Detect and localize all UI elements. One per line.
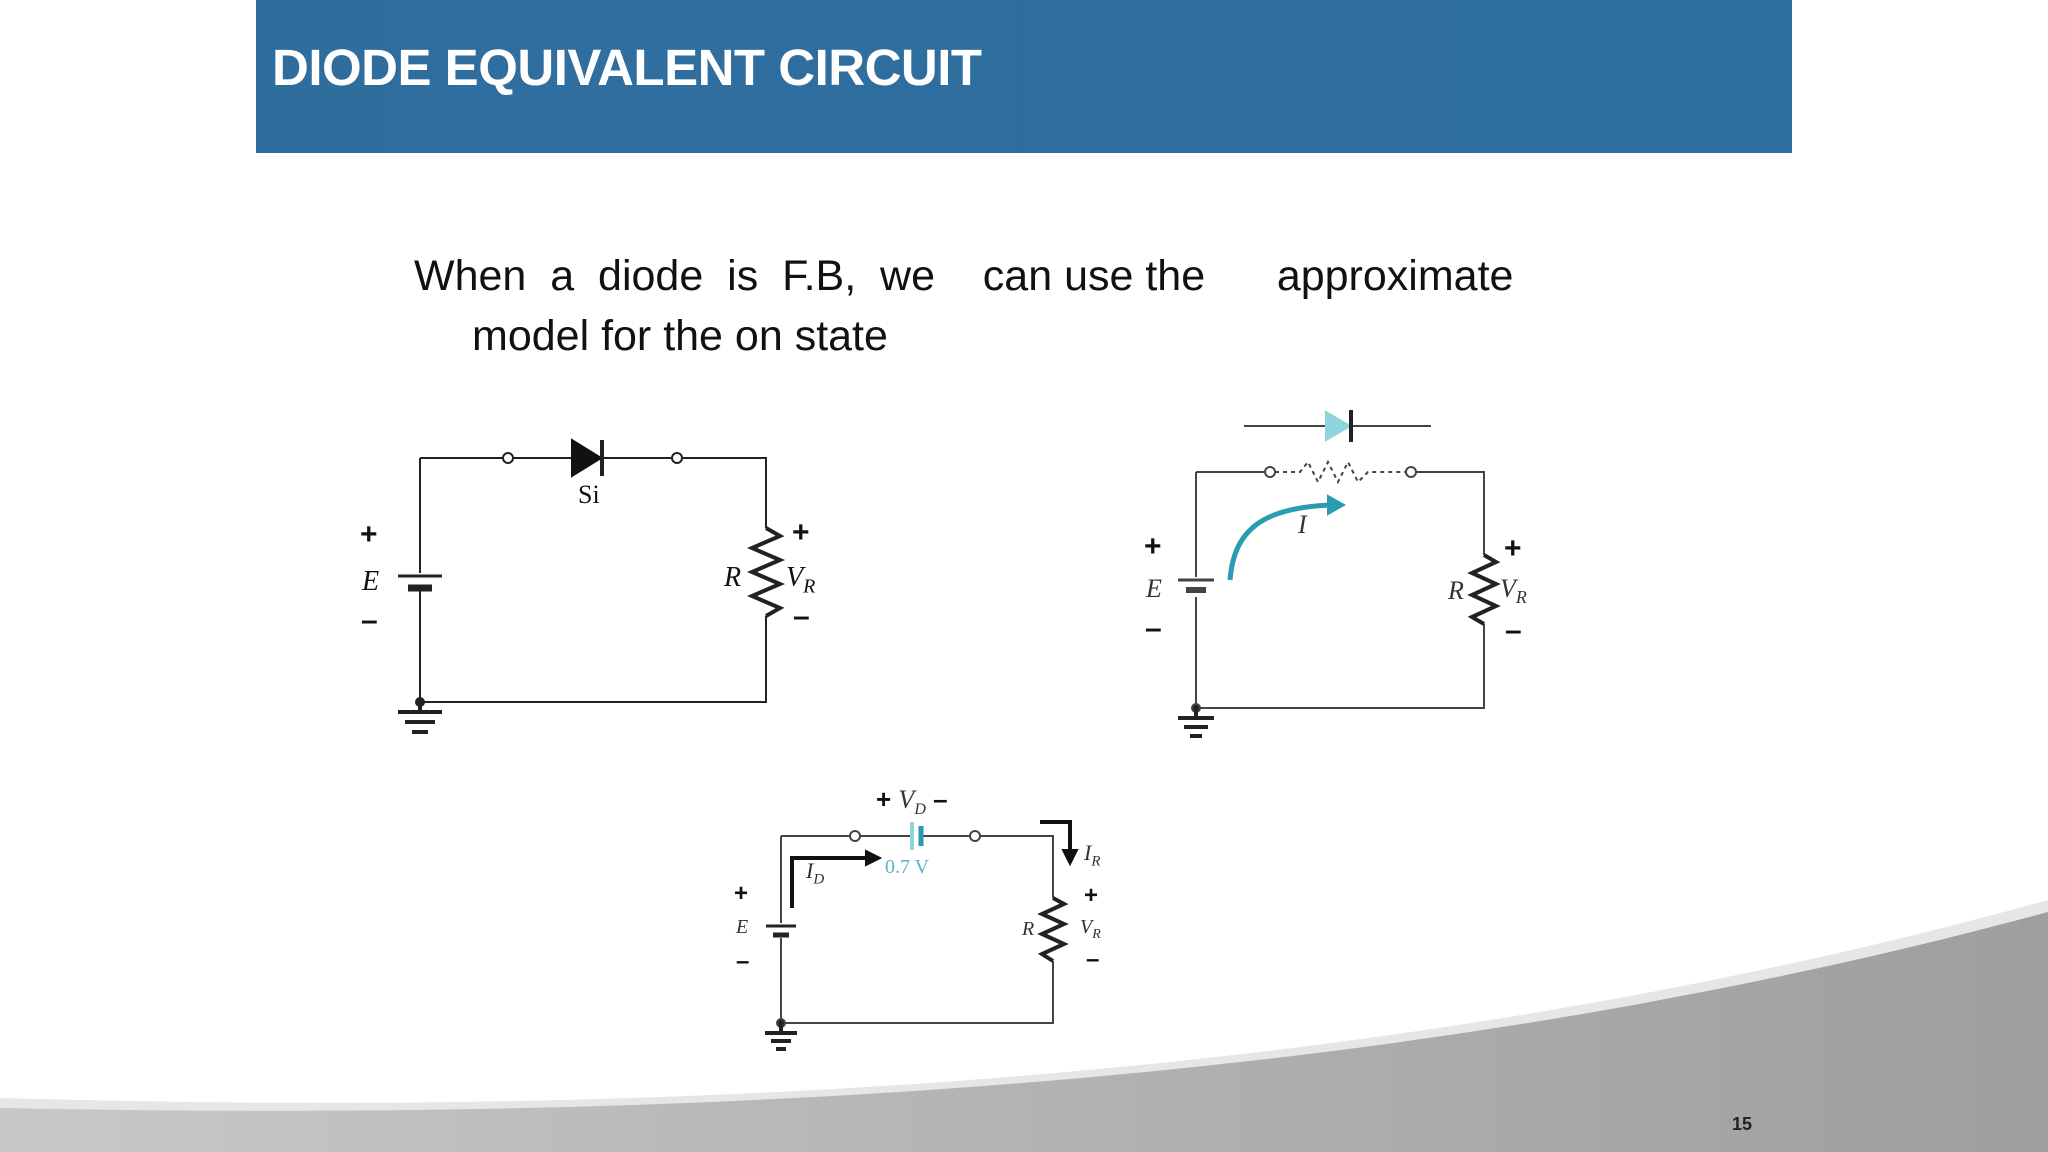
vr-minus: –: [793, 600, 810, 633]
source-minus: –: [361, 604, 378, 637]
source-plus: +: [734, 880, 749, 907]
vr-label: VR: [1080, 916, 1101, 942]
resistor-label: R: [1448, 576, 1464, 605]
slide-title: DIODE EQUIVALENT CIRCUIT: [272, 39, 982, 96]
current-label: I: [1298, 510, 1307, 539]
id-arrow: [790, 856, 868, 908]
resistor-label: R: [1022, 918, 1035, 940]
resistor-symbol: [1467, 553, 1501, 626]
vr-label: VR: [786, 562, 816, 598]
resistor-symbol: [746, 526, 786, 618]
ground-symbol: [398, 702, 442, 734]
vr-plus: +: [1504, 532, 1522, 565]
vr-label: VR: [1500, 574, 1527, 608]
ir-label: IR: [1084, 840, 1101, 870]
source-plus: +: [360, 518, 378, 551]
diode-symbol-teal: [1325, 410, 1352, 442]
vr-plus: +: [792, 516, 810, 549]
vr-minus: –: [1086, 946, 1100, 973]
id-label: ID: [806, 858, 825, 888]
ground-symbol: [1178, 708, 1214, 738]
diode-symbol: [571, 438, 603, 478]
vd-label: + VD –: [876, 784, 948, 819]
source-minus: –: [736, 948, 750, 975]
diode-label: Si: [578, 480, 600, 509]
resistor-label: R: [724, 562, 742, 593]
body-text-line-1: When a diode is F.B, we can use the appr…: [414, 252, 1514, 300]
ground-symbol: [765, 1023, 797, 1051]
title-bar: DIODE EQUIVALENT CIRCUIT: [256, 0, 1792, 153]
vr-plus: +: [1084, 882, 1099, 909]
page-number: 15: [1732, 1114, 1753, 1134]
source-minus: –: [1145, 612, 1162, 645]
drop-label: 0.7 V: [885, 856, 930, 878]
vr-minus: –: [1505, 614, 1522, 647]
body-text-line-2: model for the on state: [472, 312, 888, 360]
ir-arrow: [1040, 820, 1072, 852]
source-label: E: [362, 566, 380, 597]
resistor-symbol: [1037, 896, 1069, 963]
source-label: E: [1146, 574, 1162, 603]
source-label: E: [736, 916, 749, 938]
current-arrow: [1227, 502, 1331, 581]
source-plus: +: [1144, 530, 1162, 563]
